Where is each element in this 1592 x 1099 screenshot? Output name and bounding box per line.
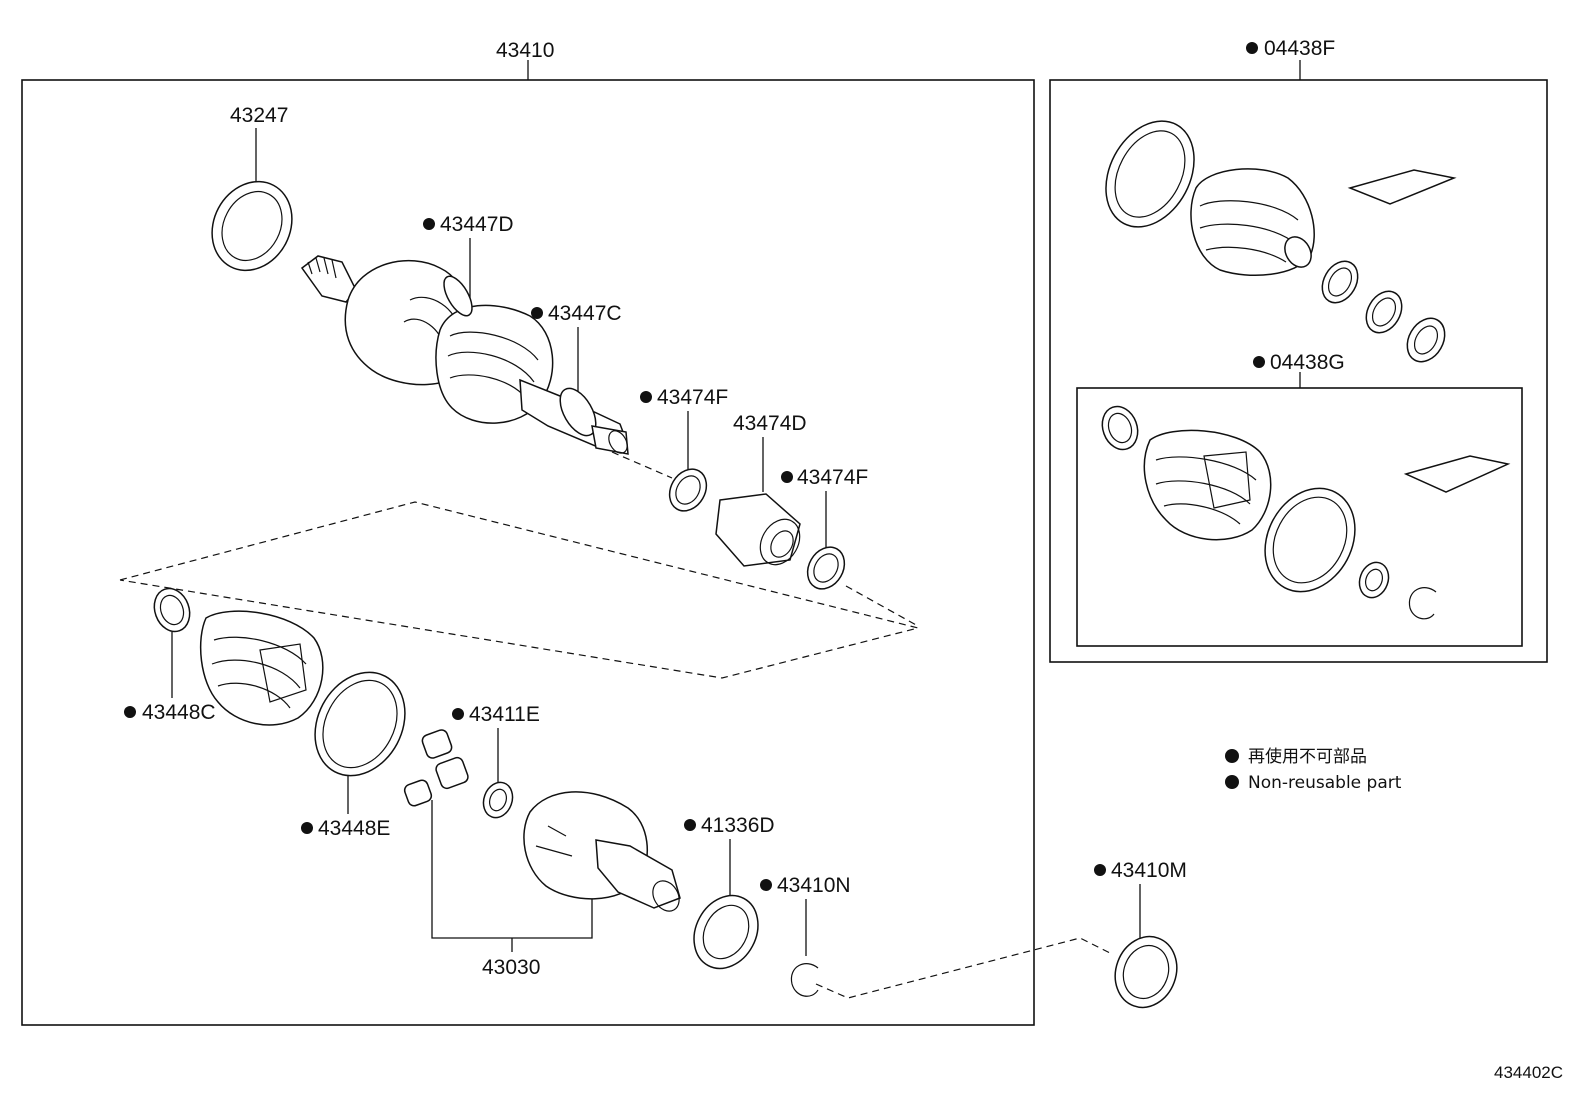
damper-43474D xyxy=(715,493,801,567)
legend-english: Non-reusable part xyxy=(1248,773,1402,793)
clamp-43474F-upper xyxy=(668,468,708,512)
non-reusable-marker-icon xyxy=(1094,864,1106,876)
label-43447D: 43447D xyxy=(440,213,514,236)
label-41336D: 41336D xyxy=(701,814,775,837)
label-04438F: 04438F xyxy=(1264,37,1335,60)
label-43030: 43030 xyxy=(482,956,540,979)
kit-04438F-clamps xyxy=(1321,260,1446,363)
label-43411E: 43411E xyxy=(469,703,540,726)
label-43474D: 43474D xyxy=(733,412,807,435)
kit-04438F-grease-packet xyxy=(1347,169,1457,205)
kit-04438G-snap-ring xyxy=(1358,561,1390,599)
non-reusable-marker-icon xyxy=(301,822,313,834)
kit-04438G-ring xyxy=(1264,487,1356,593)
non-reusable-marker-icon xyxy=(781,471,793,483)
snap-ring-43410N xyxy=(790,963,819,997)
ring-43448E xyxy=(314,671,406,777)
label-43474F-upper: 43474F xyxy=(657,386,728,409)
kit-04438G-boot xyxy=(1143,429,1272,541)
label-43447C: 43447C xyxy=(548,302,622,325)
kit-04438G-grease-packet xyxy=(1403,455,1511,493)
dust-seal-43247 xyxy=(211,180,293,272)
non-reusable-marker-icon xyxy=(124,706,136,718)
label-43410M: 43410M xyxy=(1111,859,1187,882)
main-assembly-frame xyxy=(21,79,1035,1026)
inner-joint-housing-43030 xyxy=(523,791,681,912)
label-43448C: 43448C xyxy=(142,701,216,724)
inner-joint-guide xyxy=(119,501,919,679)
non-reusable-marker-icon xyxy=(531,307,543,319)
non-reusable-marker-icon xyxy=(1253,356,1265,368)
label-43410: 43410 xyxy=(496,39,554,62)
non-reusable-marker-icon xyxy=(423,218,435,230)
seal-41336D xyxy=(693,894,759,970)
non-reusable-marker-icon xyxy=(452,708,464,720)
clamp-43474F-lower xyxy=(806,546,846,590)
clamp-43448C xyxy=(153,587,191,633)
inner-boot xyxy=(199,610,324,726)
non-reusable-marker-icon xyxy=(684,819,696,831)
kit-04438G-clamp xyxy=(1101,405,1139,451)
non-reusable-marker-icon xyxy=(760,879,772,891)
diagram-reference-code: 434402C xyxy=(1494,1063,1563,1082)
tripod-joint xyxy=(403,729,469,807)
label-43247: 43247 xyxy=(230,104,288,127)
label-04438G: 04438G xyxy=(1270,351,1345,374)
snap-ring-43411E xyxy=(482,781,514,819)
seal-43410M xyxy=(1114,935,1178,1009)
non-reusable-marker-icon xyxy=(1246,42,1258,54)
legend-dot-icon xyxy=(1225,749,1239,763)
kit-04438F-frame xyxy=(1049,79,1548,663)
legend-japanese: 再使用不可部品 xyxy=(1248,746,1367,767)
label-43410N: 43410N xyxy=(777,874,851,897)
label-43448E: 43448E xyxy=(318,817,390,840)
kit-04438G-circlip xyxy=(1408,587,1437,620)
legend-dot-icon xyxy=(1225,775,1239,789)
non-reusable-marker-icon xyxy=(640,391,652,403)
kit-04438F-ring xyxy=(1105,120,1195,228)
label-43474F-lower: 43474F xyxy=(797,466,868,489)
kit-04438F-boot xyxy=(1190,168,1315,277)
outer-cv-joint-assembly xyxy=(300,255,629,455)
